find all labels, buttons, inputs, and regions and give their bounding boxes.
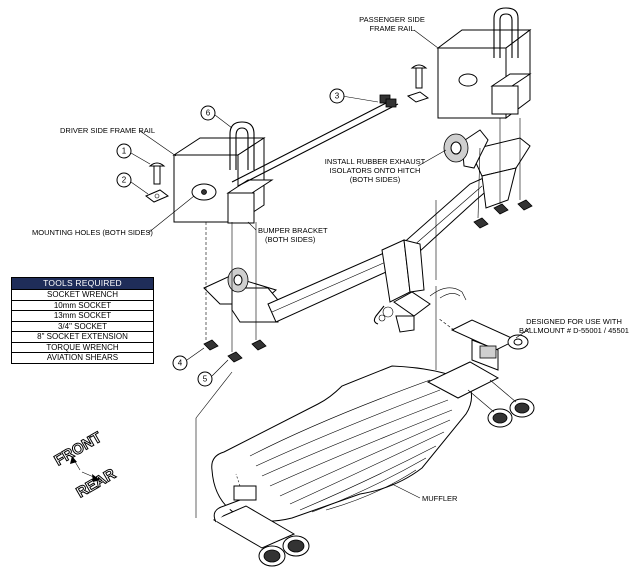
tools-required-table: TOOLS REQUIRED SOCKET WRENCH 10mm SOCKET… (11, 277, 154, 364)
ballmount-label-2: BALLMOUNT # D-55001 / 45501 (519, 326, 629, 335)
ballmount-label: DESIGNED FOR USE WITH (526, 317, 622, 326)
rear-label: REAR (74, 465, 119, 501)
muffler-label: MUFFLER (422, 494, 458, 503)
svg-text:4: 4 (178, 359, 183, 368)
passenger-rail-label-2: FRAME RAIL (369, 24, 414, 33)
bumper-bracket-label-2: (BOTH SIDES) (265, 235, 316, 244)
isolators-label: INSTALL RUBBER EXHAUST (325, 157, 426, 166)
muffler (195, 286, 535, 567)
passenger-frame-rail (406, 7, 532, 119)
callout-1: 1 (116, 143, 151, 165)
isolators-label-2: ISOLATORS ONTO HITCH (330, 166, 421, 175)
passenger-rail-label: PASSENGER SIDE (359, 15, 425, 24)
callout-6: 6 (200, 105, 233, 129)
tool-item: 8" SOCKET EXTENSION (12, 331, 153, 342)
tool-item: 10mm SOCKET (12, 299, 153, 311)
callout-3: 3 (329, 88, 345, 104)
tool-item: 3/4" SOCKET (12, 320, 153, 332)
callout-2: 2 (116, 172, 149, 195)
svg-text:3: 3 (335, 92, 340, 101)
driver-rail-label: DRIVER SIDE FRAME RAIL (60, 126, 155, 135)
isolators-label-3: (BOTH SIDES) (350, 175, 401, 184)
mounting-holes-label: MOUNTING HOLES (BOTH SIDES) (32, 228, 153, 237)
callout-5: 5 (197, 359, 229, 387)
driver-frame-rail (145, 121, 274, 224)
tool-item: TORQUE WRENCH (12, 341, 153, 353)
direction-indicator: FRONT REAR (51, 428, 119, 502)
svg-text:6: 6 (206, 109, 211, 118)
long-bolts (231, 94, 399, 187)
hitch-receiver (203, 118, 533, 363)
bumper-bracket-label: BUMPER BRACKET (258, 226, 328, 235)
tool-item: SOCKET WRENCH (12, 289, 153, 300)
tool-item: 13mm SOCKET (12, 310, 153, 321)
tool-item: AVIATION SHEARS (12, 352, 153, 363)
callout-4: 4 (172, 347, 205, 371)
svg-text:1: 1 (122, 147, 127, 156)
tools-header: TOOLS REQUIRED (12, 278, 153, 289)
ballmount (437, 317, 529, 371)
front-label: FRONT (52, 429, 105, 470)
svg-text:2: 2 (122, 176, 127, 185)
svg-text:5: 5 (203, 375, 208, 384)
